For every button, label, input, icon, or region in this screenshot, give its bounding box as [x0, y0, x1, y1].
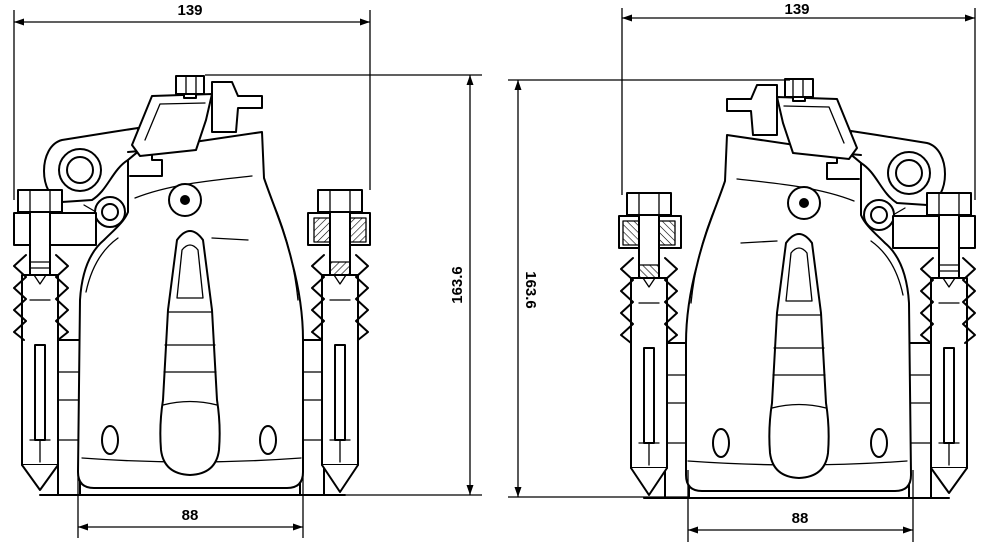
guide-pin-slot-lines-right: [329, 299, 351, 463]
mounting-ear-ring-inner: [66, 156, 94, 184]
guide-bolt-head-left-icon: [17, 189, 63, 213]
piston-slot-lines: [162, 311, 218, 406]
height-extension-lines-left: [205, 74, 482, 496]
housing-hole-right: [259, 425, 277, 455]
guide-pin-slot-right: [334, 344, 346, 441]
guide-pin-tip-right: [321, 464, 359, 493]
lever-nut-facets: [185, 75, 197, 95]
span-label-right: 88: [792, 510, 809, 527]
carrier-plate-left: [57, 339, 81, 496]
guide-bolt-thread-left: [29, 261, 51, 285]
boss-arm: [83, 204, 97, 213]
guide-bar-hatch-a: [313, 217, 331, 243]
parking-lever-inner: [144, 102, 206, 141]
guide-bar-left: [13, 212, 97, 246]
caliper-left: [13, 75, 371, 496]
width-extension-lines-right: [621, 8, 976, 200]
parking-lever: [131, 93, 213, 157]
piston-slot: [159, 230, 221, 476]
caliper-right: [618, 78, 976, 499]
guide-bolt-head-facets-right: [329, 189, 351, 213]
guide-bolt-thread-right: [333, 274, 347, 285]
height-label-left: 163.6: [449, 266, 466, 304]
guide-pin-right: [307, 189, 371, 493]
bellows-boot-right: [311, 254, 369, 341]
guide-bolt-head-facets-left: [29, 189, 51, 213]
guide-pin-tip-left: [21, 464, 59, 491]
guide-bar-hatch-b: [349, 217, 367, 243]
lever-nut-icon: [175, 75, 205, 95]
width-label-left: 139: [177, 2, 202, 19]
height-extension-lines-right: [508, 79, 790, 498]
bleed-port-center: [180, 195, 190, 205]
guide-bolt-shank-left: [29, 211, 51, 276]
width-label-right: 139: [784, 1, 809, 18]
carrier-detail-lines: [57, 371, 325, 441]
housing-contour-lines: [81, 175, 302, 463]
span-label-left: 88: [182, 507, 199, 524]
guide-bolt-hatch-right: [329, 261, 351, 276]
height-label-right: 163.6: [522, 271, 539, 309]
bellows-boot-left: [13, 254, 69, 341]
dimensions-right: 139 163.6 88: [508, 1, 976, 542]
lever-bracket: [211, 81, 263, 133]
guide-pin-slot-lines-left: [29, 299, 51, 463]
dimensions-left: 139 163.6 88: [13, 2, 482, 538]
width-extension-lines-left: [13, 10, 371, 200]
housing-hole-left: [101, 425, 119, 455]
boss-inner: [101, 203, 119, 221]
guide-bolt-head-right-icon: [317, 189, 363, 213]
guide-pin-slot-left: [34, 344, 46, 441]
guide-pin-left: [13, 189, 97, 491]
piston-slot-inner: [176, 244, 204, 299]
